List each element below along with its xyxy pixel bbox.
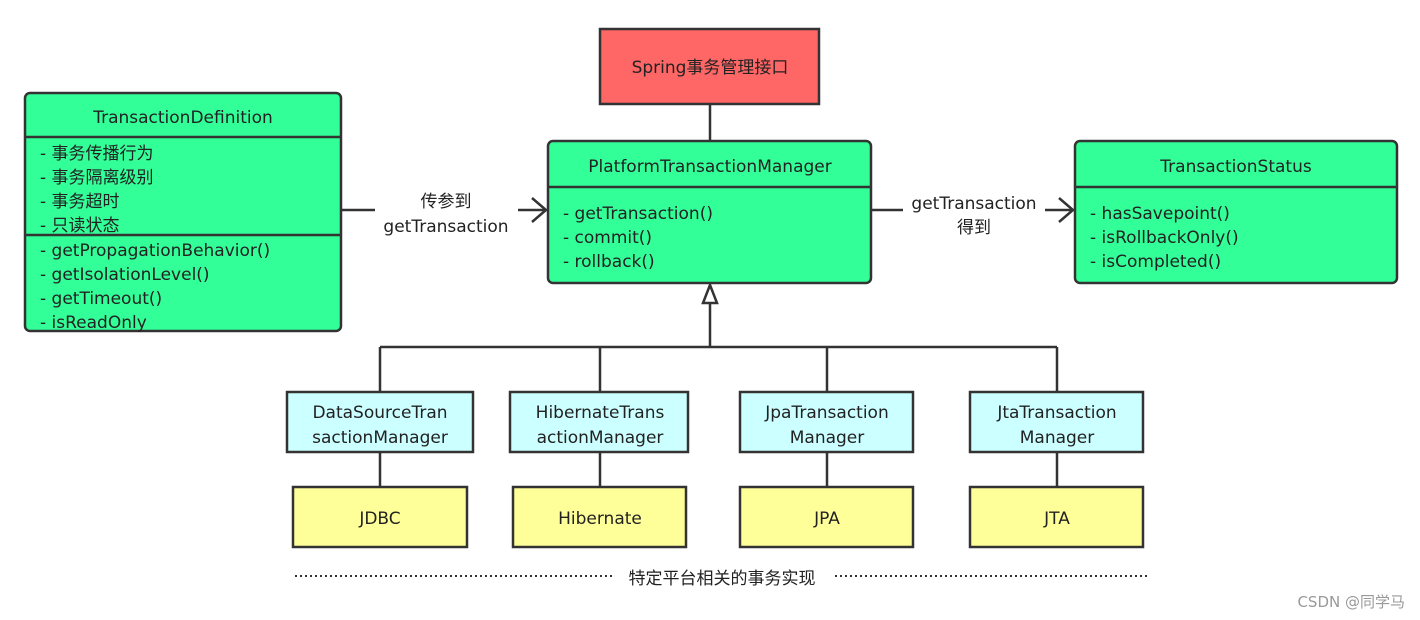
platform-name: JDBC	[358, 509, 400, 529]
inheritance-triangle-icon	[701, 281, 719, 305]
platform-transaction-manager-box: PlatformTransactionManager - getTransact…	[546, 139, 873, 285]
implementation-name: HibernateTrans	[536, 403, 665, 423]
platform-box: JTA	[968, 485, 1145, 549]
footer-label: 特定平台相关的事务实现	[629, 569, 816, 589]
manager-method: - commit()	[563, 228, 652, 248]
manager-method: - getTransaction()	[563, 204, 713, 224]
implementation-name: sactionManager	[312, 428, 448, 448]
status-method: - hasSavepoint()	[1090, 204, 1230, 224]
implementation-box: HibernateTrans actionManager	[508, 390, 690, 454]
edge-label: 传参到	[421, 192, 472, 212]
implementation-box: DataSourceTran sactionManager	[285, 390, 475, 454]
definition-method: - getIsolationLevel()	[40, 265, 210, 285]
status-method: - isRollbackOnly()	[1090, 228, 1239, 248]
platform-name: Hibernate	[558, 509, 642, 529]
implementation-box: JpaTransaction Manager	[738, 390, 915, 454]
implementation-name: actionManager	[537, 428, 664, 448]
arrowhead-icon	[1058, 197, 1075, 223]
definition-method: - getPropagationBehavior()	[40, 241, 270, 261]
watermark: CSDN @同学马	[1297, 593, 1405, 611]
implementation-name: Manager	[790, 428, 865, 448]
edge-label: getTransaction	[911, 194, 1036, 214]
transaction-status-box: TransactionStatus - hasSavepoint() - isR…	[1073, 139, 1399, 285]
root-interface-box: Spring事务管理接口	[598, 27, 821, 106]
platform-name: JTA	[1043, 509, 1070, 529]
implementation-name: JpaTransaction	[764, 403, 888, 423]
platform-box: JDBC	[291, 485, 469, 549]
implementation-name: Manager	[1020, 428, 1095, 448]
manager-method: - rollback()	[563, 252, 655, 272]
edge-label: 得到	[957, 218, 991, 238]
definition-method: - getTimeout()	[40, 289, 162, 309]
definition-attribute: - 只读状态	[40, 216, 120, 236]
definition-method: - isReadOnly	[40, 313, 147, 333]
platform-name: JPA	[813, 509, 840, 529]
status-title: TransactionStatus	[1159, 157, 1312, 177]
root-title: Spring事务管理接口	[632, 58, 789, 78]
implementation-box: JtaTransaction Manager	[968, 390, 1145, 454]
platform-box: JPA	[738, 485, 915, 549]
definition-attribute: - 事务隔离级别	[40, 168, 154, 188]
transaction-definition-box: TransactionDefinition - 事务传播行为 - 事务隔离级别 …	[23, 91, 343, 333]
edge-label: getTransaction	[383, 217, 508, 237]
definition-title: TransactionDefinition	[92, 108, 273, 128]
status-method: - isCompleted()	[1090, 252, 1221, 272]
manager-title: PlatformTransactionManager	[588, 157, 831, 177]
definition-attribute: - 事务传播行为	[40, 144, 154, 164]
implementation-name: DataSourceTran	[312, 403, 447, 423]
platform-box: Hibernate	[511, 485, 688, 549]
definition-attribute: - 事务超时	[40, 192, 120, 212]
arrowhead-icon	[531, 197, 548, 223]
implementation-name: JtaTransaction	[996, 403, 1116, 423]
